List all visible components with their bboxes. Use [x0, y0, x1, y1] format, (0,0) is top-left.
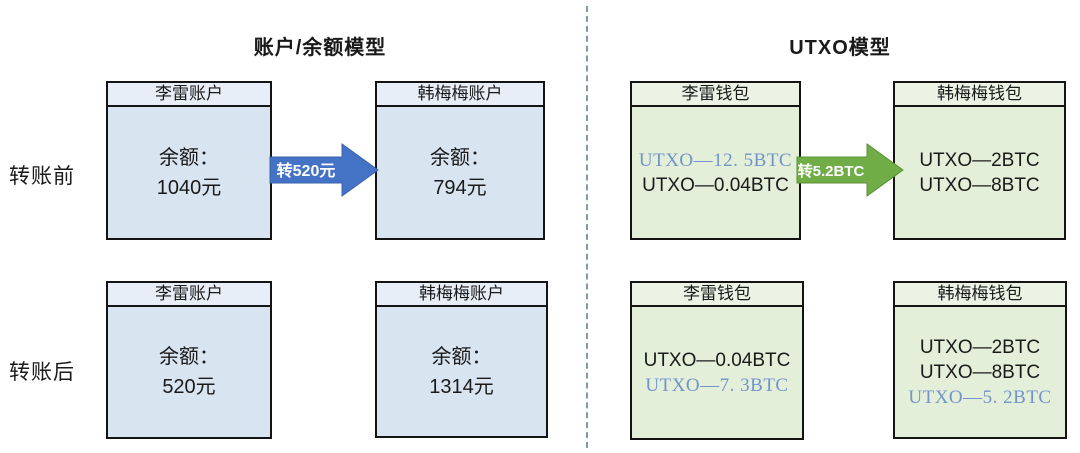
balance-value: 794元: [433, 176, 487, 199]
account-box-hanmeimei-before: 韩梅梅账户 余额： 794元: [375, 81, 545, 240]
utxo-entry: UTXO—0.04BTC: [643, 349, 791, 371]
box-header: 韩梅梅钱包: [895, 83, 1064, 107]
box-header: 韩梅梅钱包: [895, 283, 1065, 307]
box-body: UTXO—2BTC UTXO—8BTC: [895, 107, 1064, 238]
box-body: 余额： 1040元: [108, 107, 270, 238]
transfer-arrow-green: 转5.2BTC: [796, 143, 904, 197]
box-body: 余额： 520元: [108, 307, 270, 437]
box-body: UTXO—12. 5BTC UTXO—0.04BTC: [632, 107, 799, 238]
utxo-entry-highlighted: UTXO—5. 2BTC: [908, 386, 1052, 408]
dashed-divider-line: [586, 6, 588, 448]
box-body: 余额： 1314元: [377, 307, 546, 436]
box-header: 韩梅梅账户: [377, 83, 543, 107]
row-label-before-transfer: 转账前: [9, 165, 75, 188]
transfer-amount-label: 转5.2BTC: [798, 162, 865, 180]
utxo-entry: UTXO—2BTC: [919, 336, 1041, 358]
utxo-entry: UTXO—0.04BTC: [642, 174, 789, 196]
account-box-lilei-before: 李雷账户 余额： 1040元: [106, 81, 272, 240]
utxo-entry: UTXO—8BTC: [919, 361, 1041, 383]
utxo-entry: UTXO—8BTC: [919, 174, 1040, 196]
utxo-entry: UTXO—2BTC: [919, 149, 1040, 171]
box-header: 李雷账户: [108, 283, 270, 307]
box-header: 韩梅梅账户: [377, 283, 546, 307]
balance-value: 520元: [162, 376, 216, 398]
balance-value: 1040元: [156, 176, 222, 199]
account-box-lilei-after: 李雷账户 余额： 520元: [106, 281, 272, 439]
wallet-box-lilei-after: 李雷钱包 UTXO—0.04BTC UTXO—7. 3BTC: [630, 281, 804, 440]
balance-label: 余额：: [159, 146, 219, 169]
balance-value: 1314元: [429, 375, 494, 398]
transfer-arrow-blue: 转520元: [269, 143, 379, 197]
box-body: 余额： 794元: [377, 107, 543, 238]
right-arrow-icon: [796, 143, 904, 197]
utxo-entry-highlighted: UTXO—7. 3BTC: [645, 374, 789, 396]
balance-label: 余额：: [159, 346, 219, 368]
utxo-model-title: UTXO模型: [789, 37, 891, 59]
box-body: UTXO—0.04BTC UTXO—7. 3BTC: [632, 307, 802, 438]
box-header: 李雷钱包: [632, 283, 802, 307]
box-header: 李雷钱包: [632, 83, 799, 107]
account-box-hanmeimei-after: 韩梅梅账户 余额： 1314元: [375, 281, 548, 438]
account-model-title: 账户/余额模型: [253, 37, 387, 59]
box-header: 李雷账户: [108, 83, 270, 107]
wallet-box-hanmeimei-after: 韩梅梅钱包 UTXO—2BTC UTXO—8BTC UTXO—5. 2BTC: [893, 281, 1067, 439]
box-body: UTXO—2BTC UTXO—8BTC UTXO—5. 2BTC: [895, 307, 1065, 437]
right-arrow-icon: [269, 143, 379, 197]
wallet-box-lilei-before: 李雷钱包 UTXO—12. 5BTC UTXO—0.04BTC: [630, 81, 801, 240]
row-label-after-transfer: 转账后: [9, 361, 75, 384]
utxo-entry-highlighted: UTXO—12. 5BTC: [638, 149, 793, 171]
balance-label: 余额：: [431, 345, 492, 368]
balance-label: 余额：: [430, 146, 490, 169]
transfer-amount-label: 转520元: [277, 161, 336, 180]
wallet-box-hanmeimei-before: 韩梅梅钱包 UTXO—2BTC UTXO—8BTC: [893, 81, 1066, 240]
